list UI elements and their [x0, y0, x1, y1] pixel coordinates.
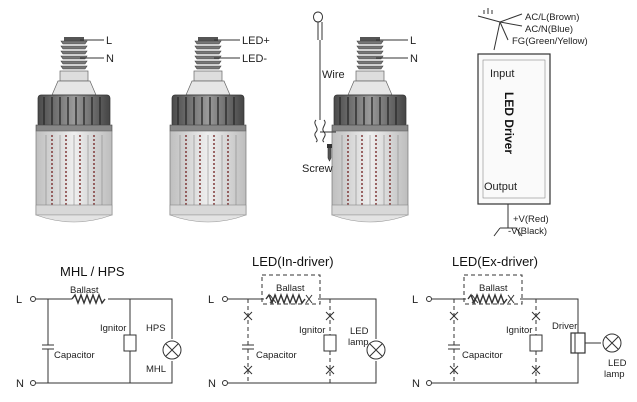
- circuit-mhl-title: MHL / HPS: [60, 264, 125, 279]
- driver-input-label: Input: [490, 68, 514, 80]
- bulb2-top-label: LED+: [242, 35, 270, 47]
- circuit-ex-capacitor: Capacitor: [462, 350, 503, 361]
- driver-fg: FG(Green/Yellow): [512, 36, 588, 47]
- bulb3-bottom-label: N: [410, 53, 418, 65]
- screw-label: Screw: [302, 163, 333, 175]
- bulb2-bottom-label: LED-: [242, 53, 267, 65]
- circuit-ex-lamp-bottom: lamp: [604, 369, 625, 380]
- circuit-in-l: L: [208, 294, 214, 306]
- circuit-ex-title: LED(Ex-driver): [452, 254, 538, 269]
- circuit-led-in-driver: LED(In-driver) L N Ballast Capacitor Ign…: [208, 254, 386, 390]
- circuit-in-title: LED(In-driver): [252, 254, 334, 269]
- circuit-mhl-lamp-bottom: MHL: [146, 364, 166, 375]
- bulb-with-wire-screw: L N Wire Screw: [302, 11, 418, 223]
- circuit-ex-l: L: [412, 294, 418, 306]
- bulb-l-n: L N: [35, 35, 114, 223]
- bulb-led-plus-minus: LED+ LED-: [169, 35, 270, 223]
- circuit-ex-ballast: Ballast: [479, 283, 508, 294]
- circuit-in-lamp-bottom: lamp: [348, 337, 369, 348]
- led-driver: AC/L(Brown) AC/N(Blue) FG(Green/Yellow) …: [477, 8, 588, 237]
- circuit-mhl-l: L: [16, 294, 22, 306]
- circuit-in-capacitor: Capacitor: [256, 350, 297, 361]
- circuit-ex-n: N: [412, 378, 420, 390]
- circuit-mhl-ignitor: Ignitor: [100, 323, 126, 334]
- circuit-ex-ignitor: Ignitor: [506, 325, 532, 336]
- driver-ac-l: AC/L(Brown): [525, 12, 579, 23]
- bulb3-top-label: L: [410, 35, 416, 47]
- circuit-mhl-capacitor: Capacitor: [54, 350, 95, 361]
- bulb1-top-label: L: [106, 35, 112, 47]
- circuit-ex-lamp-top: LED: [608, 358, 627, 369]
- driver-v-pos: +V(Red): [513, 214, 549, 225]
- circuit-in-ballast: Ballast: [276, 283, 305, 294]
- circuit-ex-driver: Driver: [552, 321, 577, 332]
- circuit-in-ignitor: Ignitor: [299, 325, 325, 336]
- circuit-mhl-ballast: Ballast: [70, 285, 99, 296]
- circuit-mhl-n: N: [16, 378, 24, 390]
- bulb1-bottom-label: N: [106, 53, 114, 65]
- wire-label: Wire: [322, 69, 345, 81]
- circuit-in-lamp-top: LED: [350, 326, 369, 337]
- hanging-wire-icon: [313, 11, 336, 143]
- driver-output-label: Output: [484, 181, 517, 193]
- driver-ac-n: AC/N(Blue): [525, 24, 573, 35]
- driver-v-neg: -V(Black): [508, 226, 547, 237]
- circuit-in-n: N: [208, 378, 216, 390]
- driver-title: LED Driver: [502, 92, 516, 154]
- screw-icon: [327, 144, 332, 162]
- circuit-led-ex-driver: LED(Ex-driver) L N Ballast Capacitor Ign…: [412, 254, 627, 390]
- circuit-mhl-hps: MHL / HPS L N Ballast Capacitor Ignitor …: [16, 264, 182, 390]
- circuit-mhl-lamp-top: HPS: [146, 323, 166, 334]
